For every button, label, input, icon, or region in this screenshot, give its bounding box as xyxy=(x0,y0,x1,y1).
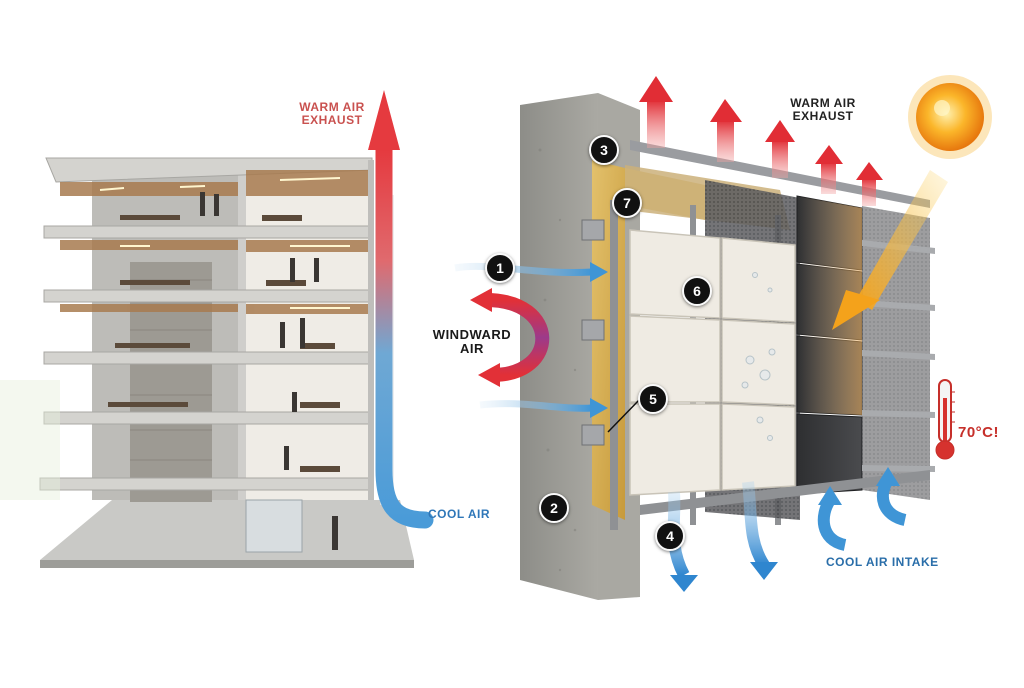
callout-7: 7 xyxy=(612,188,642,218)
cool-air-label: COOL AIR xyxy=(428,507,491,521)
cool-air-intake-label: COOL AIR INTAKE xyxy=(826,555,939,569)
callout-5: 5 xyxy=(638,384,668,414)
thermometer-icon xyxy=(935,379,955,460)
callout-5-leader xyxy=(607,397,642,433)
windward-air-label: WINDWARD AIR xyxy=(432,327,512,357)
temperature-label: 70°C! xyxy=(958,424,1000,441)
callout-6: 6 xyxy=(682,276,712,306)
building-cutaway xyxy=(0,157,414,568)
callout-3: 3 xyxy=(589,135,619,165)
sun-icon xyxy=(908,75,992,159)
chimney-airflow-arrow xyxy=(368,90,434,529)
sunlight-arrow xyxy=(832,170,948,330)
windward-curl-arrow xyxy=(470,288,550,387)
warm-air-exhaust-left-label: WARM AIR EXHAUST xyxy=(299,100,365,128)
callout-1: 1 xyxy=(485,253,515,283)
callout-4: 4 xyxy=(655,521,685,551)
warm-air-arrows xyxy=(639,76,883,206)
warm-air-exhaust-right-label: WARM AIR EXHAUST xyxy=(790,96,856,124)
callout-2: 2 xyxy=(539,493,569,523)
